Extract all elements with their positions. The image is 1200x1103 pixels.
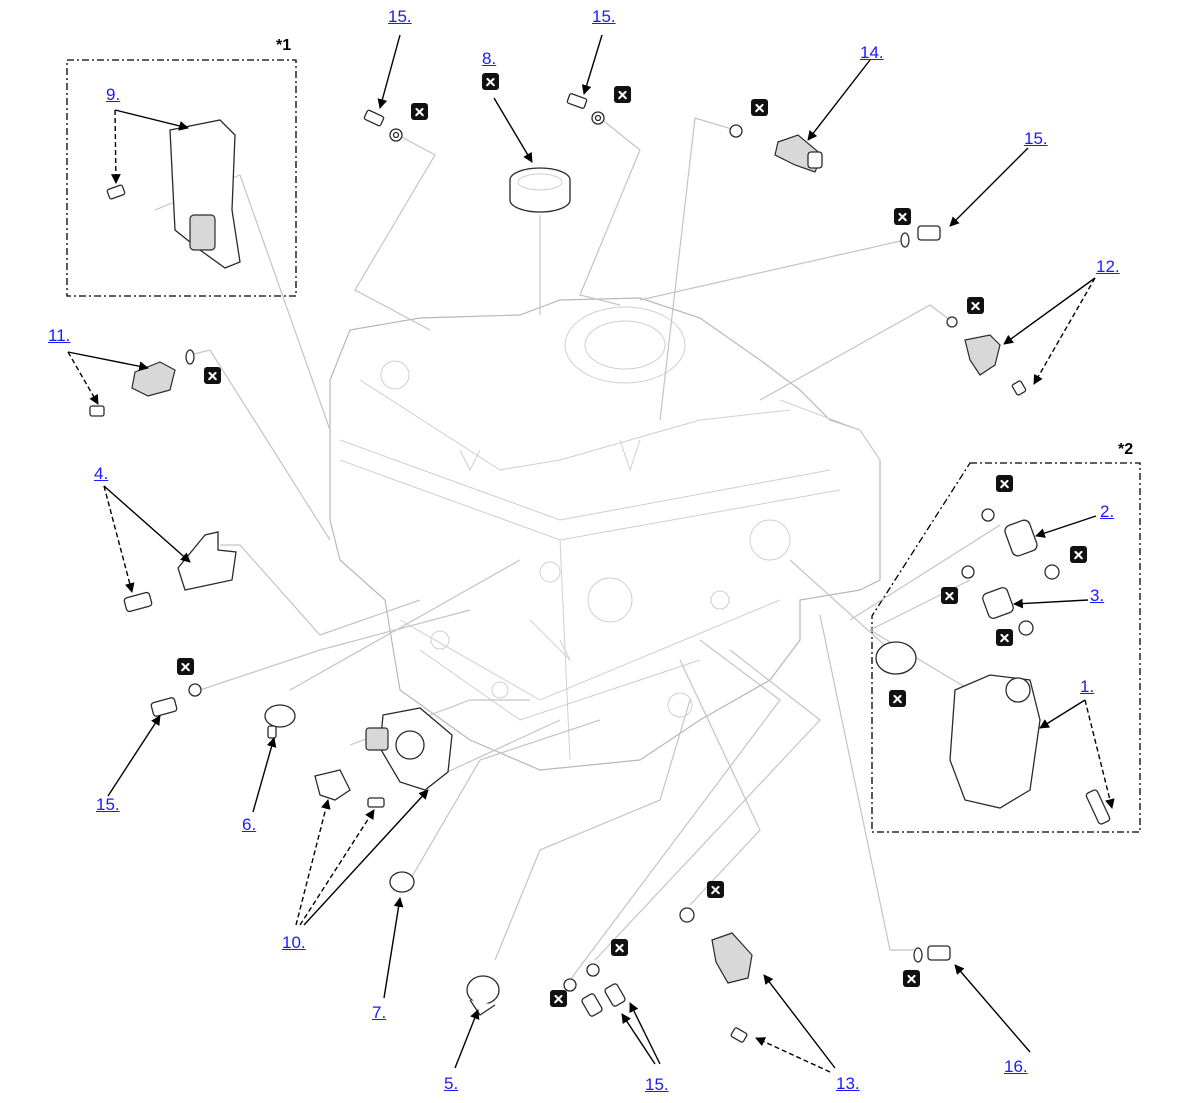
replace-x-icon	[996, 475, 1013, 492]
callout-10[interactable]: 10.	[282, 933, 306, 952]
replace-x-icon	[894, 208, 911, 225]
part-bracket-9	[106, 119, 241, 269]
note-2-label: *2	[1118, 441, 1134, 458]
callout-15-top-middle[interactable]: 15.	[592, 7, 616, 26]
replace-x-icon	[1070, 546, 1087, 563]
callout-14[interactable]: 14.	[860, 43, 884, 62]
callout-arrows	[67, 34, 1115, 1073]
replace-x-icon	[751, 99, 768, 116]
replace-x-icon	[996, 629, 1013, 646]
callout-3[interactable]: 3.	[1090, 586, 1105, 605]
callout-13[interactable]: 13.	[836, 1074, 860, 1093]
callout-12[interactable]: 12.	[1096, 257, 1120, 276]
part-plug-7	[389, 871, 415, 893]
part-bolts-15-bottom	[563, 963, 626, 1017]
callout-6[interactable]: 6.	[242, 815, 257, 834]
replace-x-icon	[707, 881, 724, 898]
part-switch-10	[314, 707, 453, 808]
part-sensor-14	[729, 124, 823, 173]
replace-x-icon	[889, 690, 906, 707]
replace-x-icon	[611, 939, 628, 956]
part-bolt-15-left	[150, 683, 202, 717]
replace-x-icon	[614, 86, 631, 103]
part-bolt-15-top-right	[900, 225, 941, 248]
replace-x-icon	[550, 990, 567, 1007]
part-cap-5	[466, 975, 500, 1016]
callout-15-bottom[interactable]: 15.	[645, 1075, 669, 1094]
replace-x-icon	[177, 658, 194, 675]
part-sensor-13	[679, 907, 753, 1043]
replace-x-icon	[411, 103, 428, 120]
callout-5[interactable]: 5.	[444, 1074, 459, 1093]
transmission-housing	[329, 297, 881, 771]
part-detail-2-parts	[875, 508, 1111, 825]
part-bolt-15-top-middle	[566, 93, 605, 125]
replace-x-icon	[903, 970, 920, 987]
callout-8[interactable]: 8.	[482, 49, 497, 68]
part-plug-6	[264, 704, 296, 739]
replace-x-icon	[967, 297, 984, 314]
replace-x-icon	[482, 73, 499, 90]
part-bracket-4	[123, 531, 237, 613]
callout-7[interactable]: 7.	[372, 1003, 387, 1022]
replace-x-icon	[941, 587, 958, 604]
part-sensor-12	[946, 316, 1027, 396]
callout-16[interactable]: 16.	[1004, 1057, 1028, 1076]
callout-15-top-left[interactable]: 15.	[388, 7, 412, 26]
part-bolt-16	[913, 945, 951, 963]
note-1-label: *1	[276, 37, 292, 54]
callout-11[interactable]: 11.	[48, 326, 71, 345]
callout-4[interactable]: 4.	[94, 464, 109, 483]
callout-9[interactable]: 9.	[106, 85, 121, 104]
callout-2[interactable]: 2.	[1100, 502, 1115, 521]
detail-box-1	[66, 59, 297, 297]
detail-box-2	[871, 462, 1141, 833]
callout-1[interactable]: 1.	[1080, 677, 1095, 696]
callout-15-top-right[interactable]: 15.	[1024, 129, 1048, 148]
replace-x-icon	[204, 367, 221, 384]
callout-15-left[interactable]: 15.	[96, 795, 120, 814]
part-bolt-15-top-left	[363, 109, 403, 142]
part-oil-seal-8	[509, 167, 571, 213]
